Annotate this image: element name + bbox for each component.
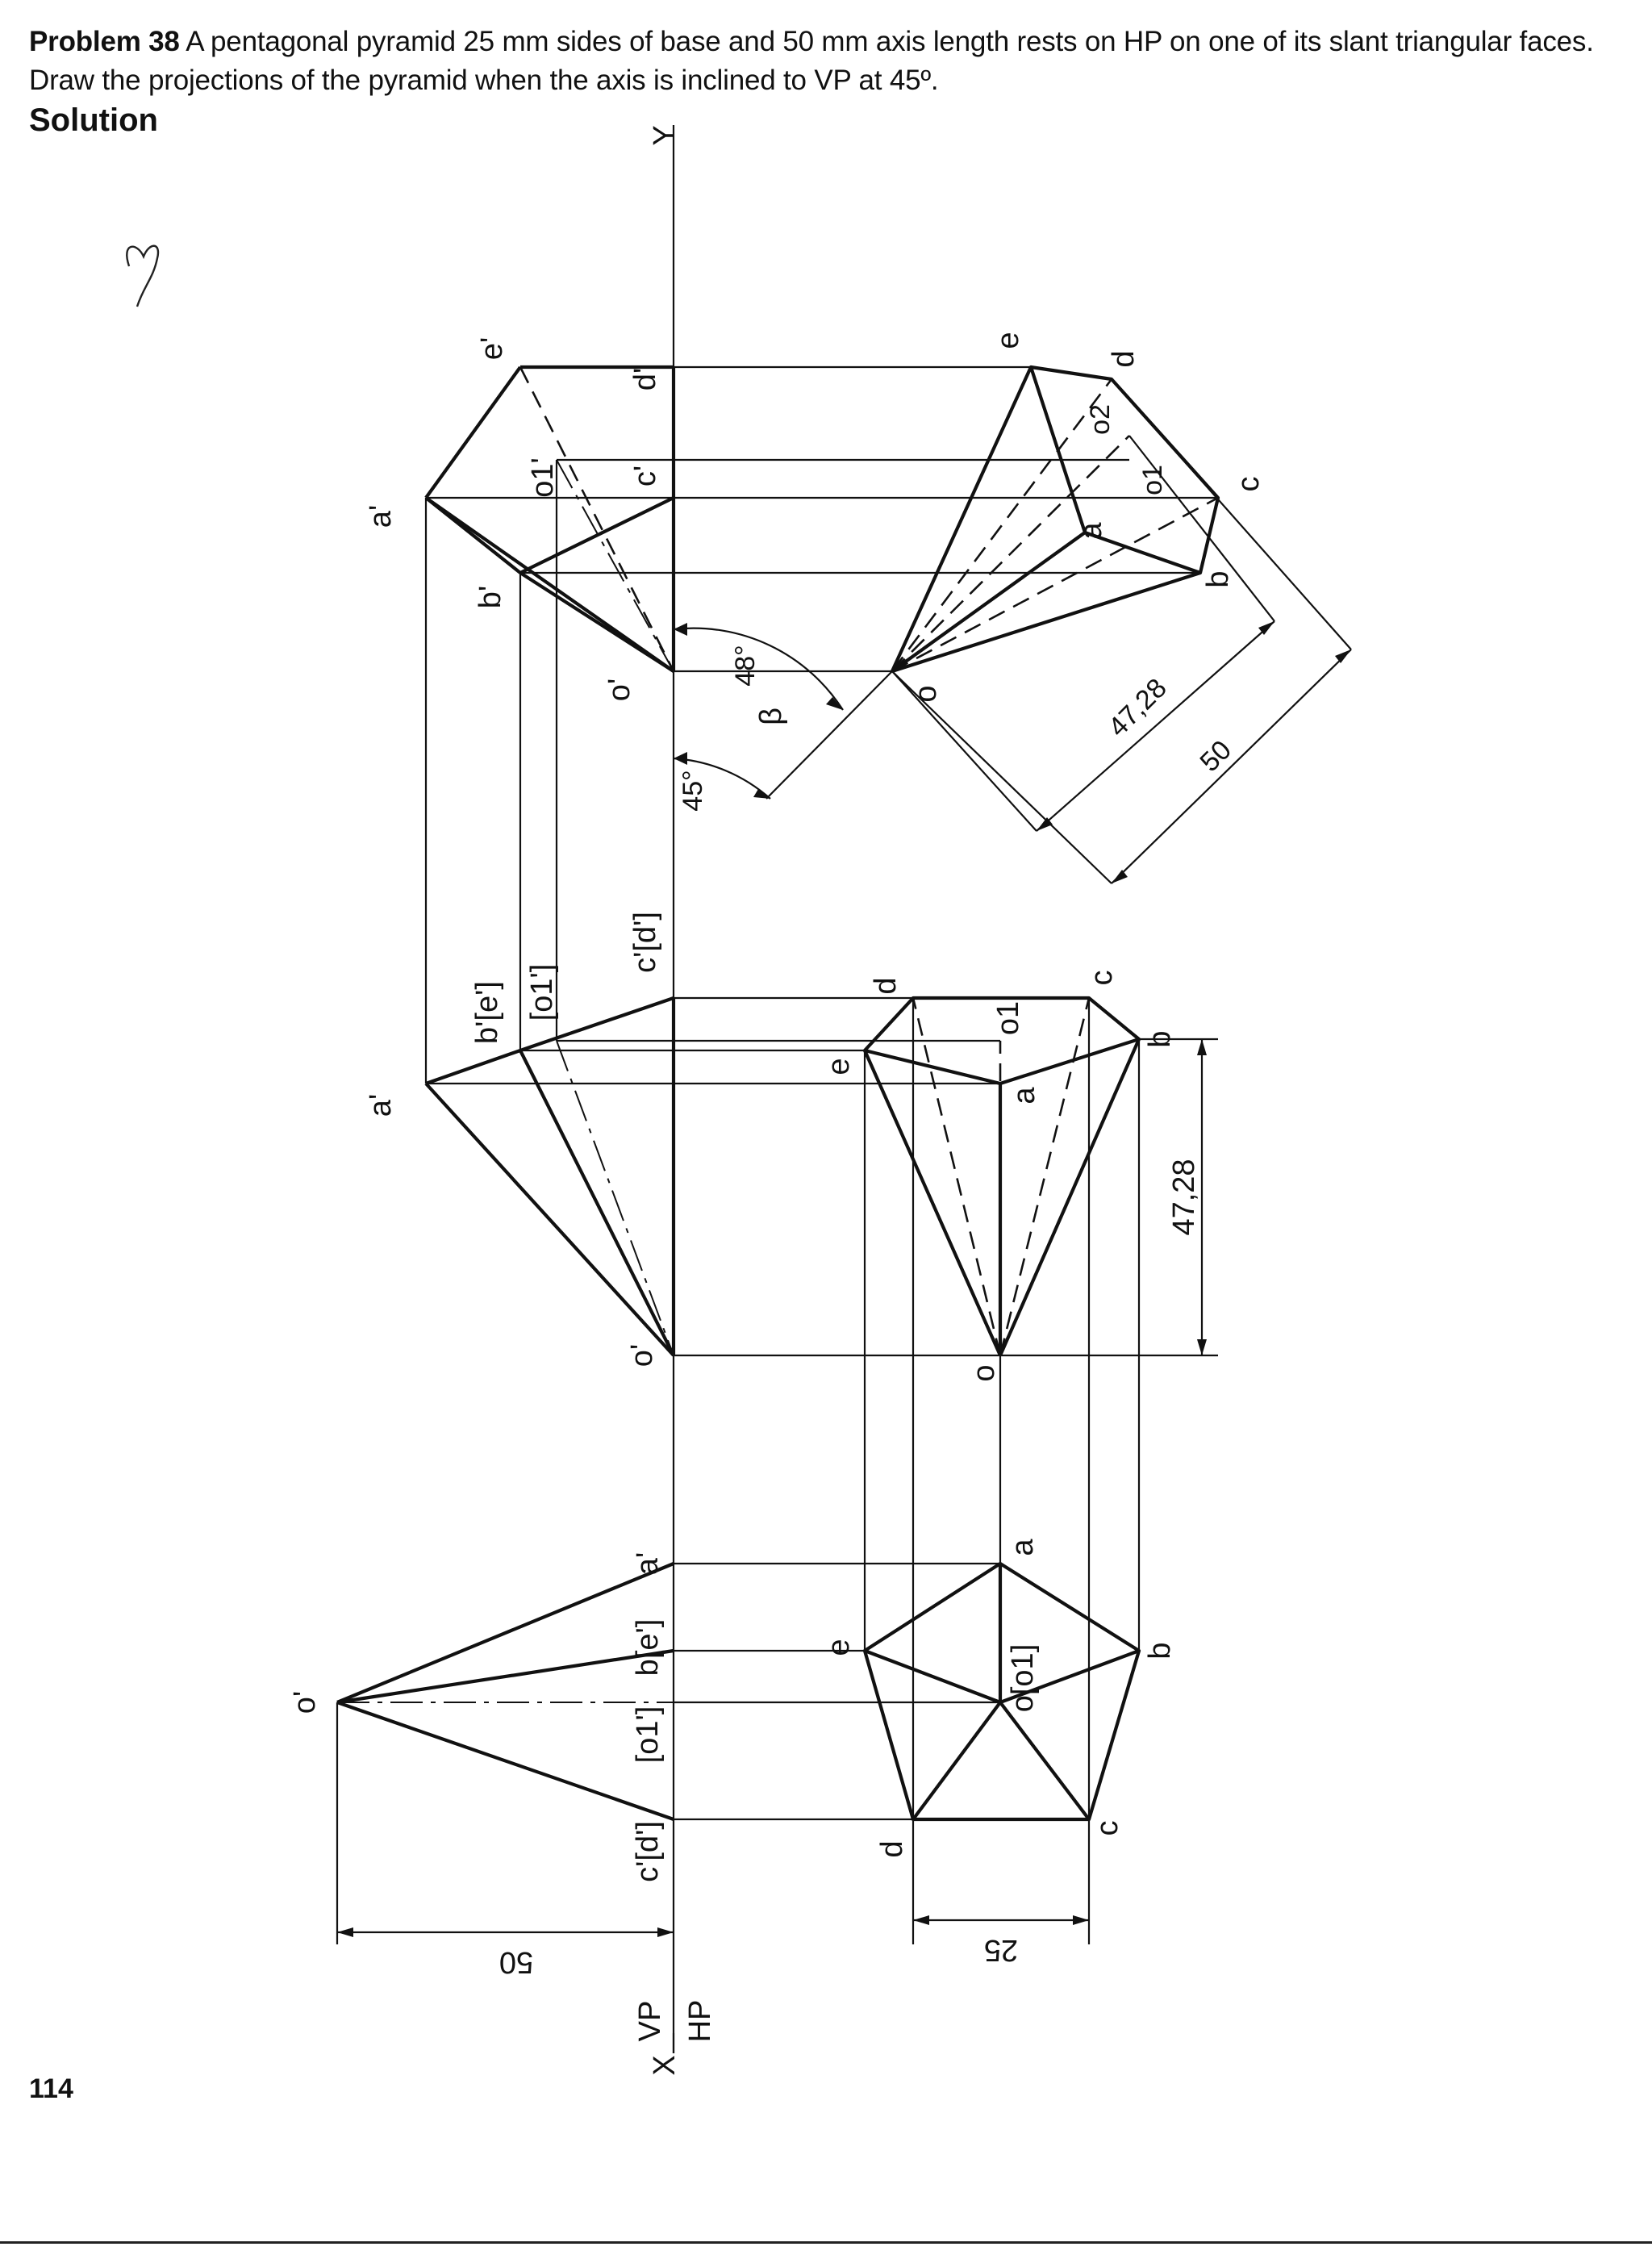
problem-statement: Problem 38 A pentagonal pyramid 25 mm si…: [29, 23, 1610, 100]
page-number: 114: [29, 2073, 73, 2104]
view1-label-b-e: b[e']: [631, 1619, 665, 1677]
view1-projectors: [674, 1562, 1000, 1821]
view1-dim-side: 25: [984, 1933, 1018, 1967]
view3-angle-beta-symbol: β: [754, 708, 788, 725]
problem-label: Problem 38: [29, 26, 180, 57]
view2-top-label-a: a: [1007, 1087, 1041, 1105]
view1-top-label-b: b: [1143, 1642, 1177, 1659]
problem-header: Problem 38 A pentagonal pyramid 25 mm si…: [29, 23, 1610, 140]
view3-label-b: b': [473, 586, 507, 608]
view2-top-label-b: b: [1143, 1030, 1177, 1047]
view2-label-c-d: c'[d']: [628, 912, 662, 973]
view3-dim-projected: 47,28: [1103, 673, 1173, 743]
view3-label-a: a': [364, 505, 398, 528]
view1-top-label-d: d: [875, 1840, 909, 1857]
view2-top-label-e: e: [822, 1058, 856, 1075]
view3-top-label-c: c: [1232, 477, 1266, 492]
view1-top-label-c: c: [1091, 1821, 1124, 1836]
view1-label-a: a': [631, 1552, 665, 1575]
view1-front-view: [336, 1562, 674, 1944]
problem-text: A pentagonal pyramid 25 mm sides of base…: [29, 26, 1594, 96]
view3-dim-axis: 50: [1194, 734, 1237, 778]
view3-construction: [673, 378, 1352, 884]
view3-label-c: c': [628, 466, 662, 486]
view3-top-label-o2: o2: [1085, 404, 1116, 435]
x-label: X: [648, 2055, 682, 2075]
view3-label-apex: o': [603, 679, 636, 701]
view3-angle-beta-value: 48°: [730, 645, 761, 686]
view3-angle-vp: 45°: [678, 770, 708, 811]
view2-label-apex: o': [625, 1344, 659, 1367]
view3-top-label-o: o: [909, 685, 943, 702]
view1-dimensions: [337, 1819, 1091, 1944]
view3-top-label-b: b: [1201, 570, 1235, 587]
handwritten-mark: [126, 244, 160, 307]
view1-top-view: [862, 1561, 1141, 1822]
view2-label-o1: [o1']: [525, 964, 559, 1021]
y-label: Y: [648, 125, 682, 145]
view3-top-label-d: d: [1107, 350, 1141, 367]
view2-top-label-o1: o1: [991, 1001, 1025, 1035]
view2-label-b-e: b'[e']: [470, 981, 504, 1044]
view3-front-view: [424, 365, 676, 673]
view1-label-apex: o': [288, 1691, 322, 1714]
solution-heading: Solution: [29, 102, 158, 138]
view3-label-e: e': [475, 337, 509, 360]
view1-label-c-d: c'[d']: [631, 1821, 665, 1882]
vp-label: VP: [633, 2001, 667, 2042]
view2-top-label-o: o: [967, 1364, 1001, 1381]
view2-dimensions: [1000, 1038, 1218, 1357]
view3-top-label-o1: o1: [1137, 465, 1168, 495]
view2-top-label-d: d: [869, 977, 903, 994]
view3-label-o1: o1': [526, 457, 560, 498]
hp-label: HP: [683, 2000, 717, 2043]
view2-front-view: [424, 996, 676, 1357]
view2-projectors: [426, 996, 1141, 1819]
view3-projectors: [424, 365, 1218, 1084]
view3-top-label-a: a: [1074, 522, 1108, 540]
view1-label-o1: [o1']: [631, 1706, 665, 1764]
view3-label-d: d': [628, 368, 662, 390]
view3-top-label-e: e: [991, 332, 1025, 349]
view1-dim-height: 50: [499, 1945, 533, 1979]
view2-dim-length: 47,28: [1167, 1159, 1201, 1235]
view1-top-label-a: a: [1006, 1539, 1040, 1556]
view1-top-label-o-o1: o[o1]: [1006, 1644, 1040, 1713]
view3-top-view: [891, 365, 1220, 674]
view1-top-label-e: e: [822, 1639, 856, 1656]
view2-label-a: a': [364, 1094, 398, 1117]
view2-top-view: [862, 996, 1141, 1356]
bottom-rule: [0, 2241, 1652, 2244]
view2-top-label-c: c: [1085, 971, 1119, 986]
